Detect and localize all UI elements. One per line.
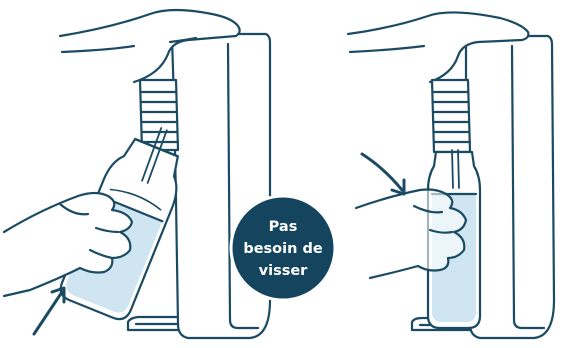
right-panel	[348, 12, 554, 338]
left-panel	[4, 10, 270, 338]
right-neck	[432, 80, 470, 152]
no-screw-badge: Pas besoin de visser	[231, 196, 335, 300]
badge-line-2: besoin de	[243, 241, 323, 257]
arrow-down-right-icon	[362, 154, 404, 194]
badge-line-3: visser	[259, 263, 309, 279]
left-neck	[140, 80, 178, 150]
arrow-up-right-icon	[34, 288, 64, 334]
badge-line-1: Pas	[269, 219, 298, 235]
